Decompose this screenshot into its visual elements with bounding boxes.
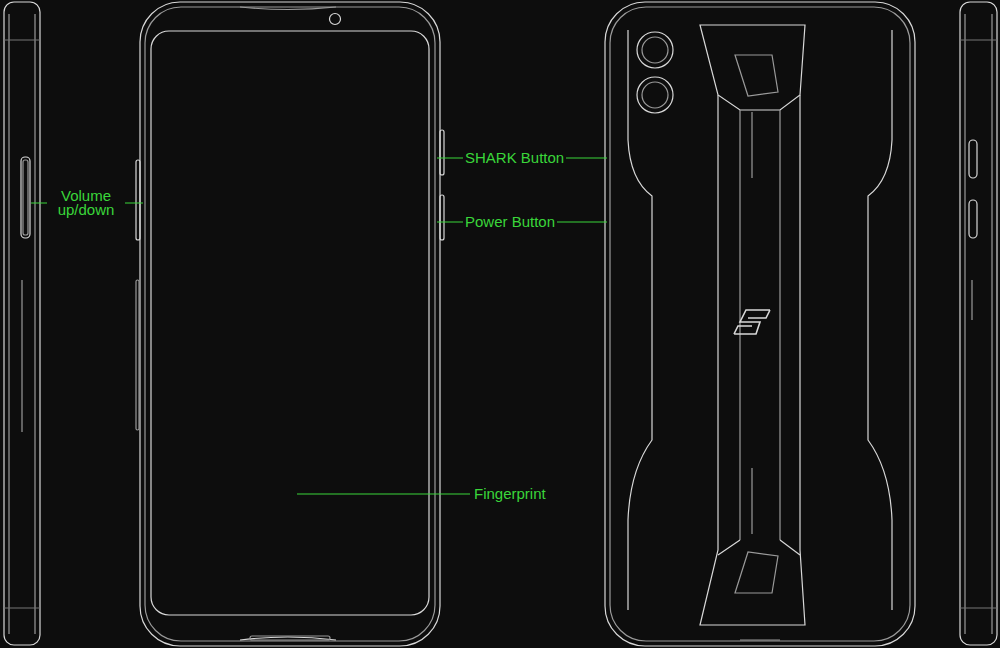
right-side-view xyxy=(960,2,997,645)
button-label: Volume up/down xyxy=(47,188,125,218)
left-side-view-part xyxy=(23,160,28,235)
left-side-view-part xyxy=(4,607,40,608)
right-side-view-part xyxy=(964,14,965,634)
front-view-part xyxy=(240,7,336,10)
back-view-part xyxy=(734,310,770,334)
front-view xyxy=(136,2,444,646)
back-view-part xyxy=(751,112,752,178)
right-side-view-part xyxy=(960,607,997,608)
back-view-part xyxy=(642,82,668,108)
right-side-view-part xyxy=(971,280,972,320)
left-side-view-part xyxy=(21,157,30,238)
left-side-view-part xyxy=(4,2,40,645)
sensor-label: Fingerprint xyxy=(472,486,548,502)
button-label: Power Button xyxy=(463,214,557,230)
front-view-part xyxy=(151,31,429,615)
back-view-part xyxy=(700,25,805,110)
front-view-part xyxy=(136,280,139,430)
right-side-view-part xyxy=(991,14,992,634)
right-side-view-part xyxy=(969,140,977,178)
back-view xyxy=(605,2,915,646)
back-view-part xyxy=(735,55,778,96)
right-side-view-part xyxy=(969,200,977,238)
front-view-part xyxy=(440,195,444,240)
front-view-part xyxy=(145,7,435,641)
back-view-part xyxy=(740,110,780,540)
front-view-part xyxy=(440,130,444,175)
leader-lines xyxy=(31,158,607,494)
left-side-view-part xyxy=(8,14,9,634)
back-view-part xyxy=(610,7,910,641)
back-view-part xyxy=(735,552,778,593)
back-view-part xyxy=(740,639,780,640)
button-label: SHARK Button xyxy=(463,150,566,166)
right-side-view-part xyxy=(960,2,997,645)
back-view-part xyxy=(637,32,673,68)
back-view-part xyxy=(605,2,915,646)
back-view-part xyxy=(637,77,673,113)
back-view-part xyxy=(642,37,668,63)
back-view-part xyxy=(868,30,892,610)
front-view-part xyxy=(136,160,140,240)
right-side-view-part xyxy=(960,39,997,40)
left-side-view-part xyxy=(4,39,40,40)
leader-lines-part xyxy=(297,494,470,495)
front-view-part xyxy=(330,14,341,25)
left-side-view xyxy=(4,2,40,645)
back-view-part xyxy=(751,468,752,534)
front-view-part xyxy=(240,637,336,640)
front-view-part xyxy=(250,636,330,640)
back-view-part xyxy=(628,30,652,610)
left-side-view-part xyxy=(34,14,35,634)
left-side-view-part xyxy=(21,280,22,432)
back-view-part xyxy=(700,95,805,625)
back-view-part xyxy=(718,540,800,555)
front-view-part xyxy=(140,2,440,646)
